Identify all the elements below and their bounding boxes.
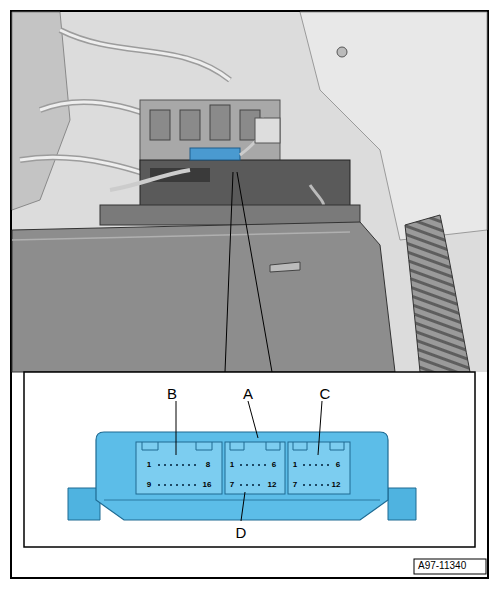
callout-letter: B [167,386,177,401]
pin-number: 1 [293,461,297,469]
pin-number: 9 [147,481,151,489]
pin-number: 7 [230,481,234,489]
callout-letter: C [320,386,331,401]
pin-number: 8 [206,461,210,469]
pin-number: 16 [203,481,212,489]
pin-number: 1 [230,461,234,469]
pin-number: 12 [332,481,341,489]
pin-number: 6 [336,461,340,469]
figure-reference: A97-11340 [418,561,466,571]
pin-number: 12 [268,481,277,489]
pin-number: 1 [147,461,151,469]
callout-letter: D [236,525,247,540]
pin-number: 7 [293,481,297,489]
pin-number: 6 [272,461,276,469]
callout-letter: A [243,386,253,401]
